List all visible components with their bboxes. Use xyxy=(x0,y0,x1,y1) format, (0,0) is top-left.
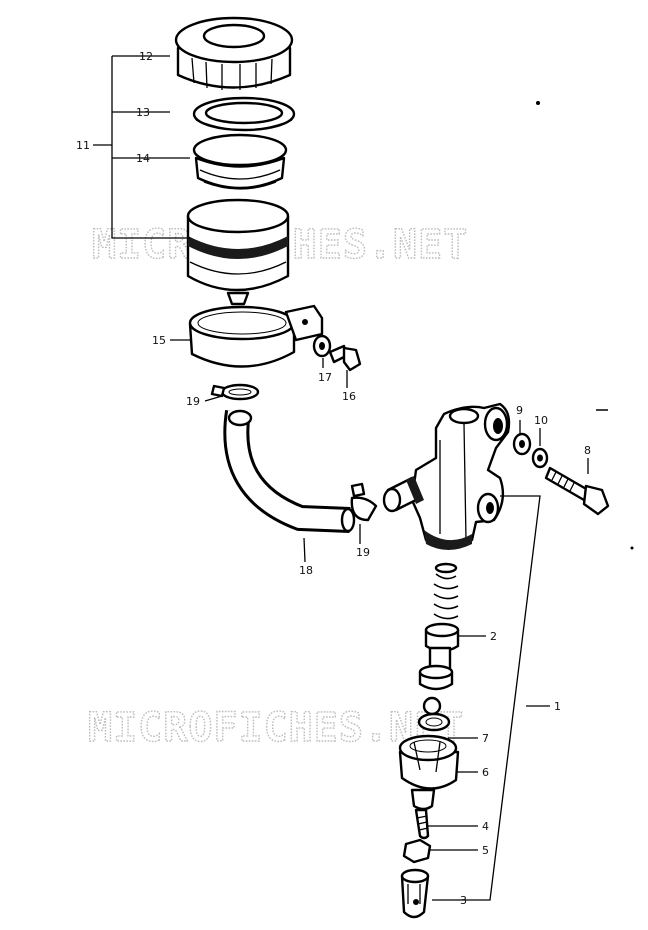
reservoir-cap xyxy=(174,16,294,90)
diaphragm xyxy=(192,133,288,190)
washer-10 xyxy=(531,447,549,469)
speck xyxy=(536,101,540,105)
callout-7: 7 xyxy=(482,732,489,745)
callout-3: 3 xyxy=(460,894,467,907)
hose-clip-lower xyxy=(350,482,378,522)
callout-18: 18 xyxy=(299,564,313,577)
callout-5: 5 xyxy=(482,844,489,857)
bolt-16 xyxy=(328,344,362,372)
locknut xyxy=(402,838,432,864)
piston-assembly xyxy=(418,622,460,691)
callout-4: 4 xyxy=(482,820,489,833)
reservoir-hose xyxy=(223,409,356,533)
callout-19-top: 19 xyxy=(186,395,200,408)
callout-10: 10 xyxy=(534,414,548,427)
callout-19-lower: 19 xyxy=(356,546,370,559)
clevis xyxy=(400,868,430,919)
callout-16: 16 xyxy=(342,390,356,403)
leader-lines xyxy=(93,55,589,901)
callout-8: 8 xyxy=(584,444,591,457)
callout-13: 13 xyxy=(136,106,150,119)
master-cylinder-body xyxy=(382,402,511,550)
callout-1: 1 xyxy=(554,700,561,713)
callout-11: 11 xyxy=(76,139,90,152)
callout-17: 17 xyxy=(318,371,332,384)
callout-14: 14 xyxy=(136,152,150,165)
pushrod xyxy=(414,808,430,840)
callout-12: 12 xyxy=(139,50,153,63)
washer-9 xyxy=(512,432,532,456)
reservoir-clamp-band xyxy=(188,304,324,368)
speck xyxy=(630,546,634,550)
washer-17 xyxy=(312,334,332,358)
dust-boot xyxy=(398,734,460,811)
callout-6: 6 xyxy=(482,766,489,779)
return-spring xyxy=(433,562,459,620)
callout-9: 9 xyxy=(516,404,523,417)
diaphragm-plate xyxy=(192,96,296,132)
reservoir-body xyxy=(186,198,290,306)
callout-2: 2 xyxy=(490,630,497,643)
circlip xyxy=(417,712,451,732)
pushrod-ball xyxy=(422,696,442,716)
callout-15: 15 xyxy=(152,334,166,347)
bolt-8 xyxy=(544,466,610,516)
